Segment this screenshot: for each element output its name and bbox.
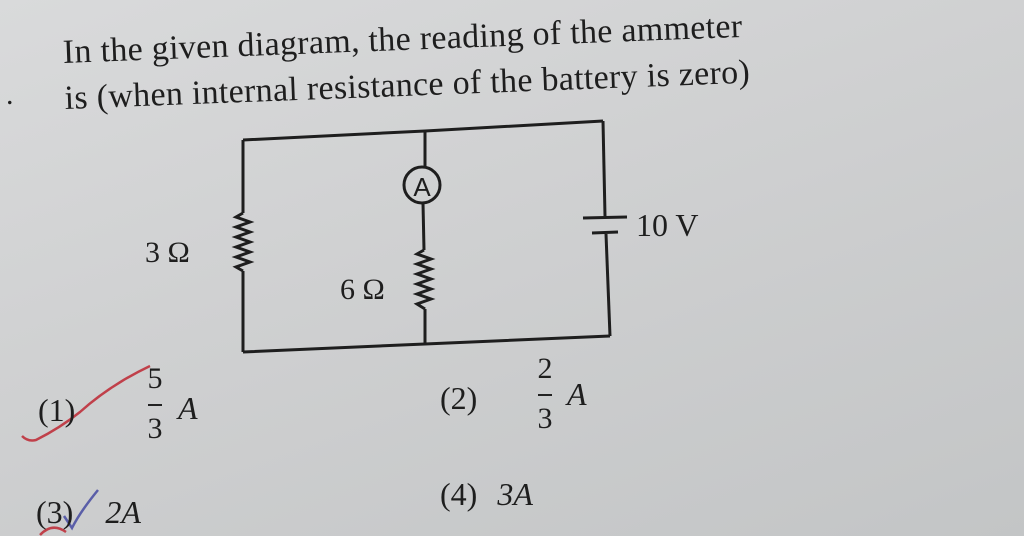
red-circle-mark-icon (39, 526, 67, 536)
option-4-number: (4) (440, 476, 478, 512)
resistor-3ohm (231, 211, 255, 273)
option-3[interactable]: (3) 2A (36, 494, 141, 531)
option-3-number: (3) (36, 494, 74, 530)
battery-long-plate (582, 215, 628, 220)
option-1-number: (1) (38, 392, 76, 428)
option-4-value: 3A (497, 476, 533, 512)
fraction-bar (538, 394, 552, 396)
option-2-number: (2) (440, 380, 478, 416)
red-check-mark-icon (21, 364, 151, 442)
option-1-numerator: 5 (147, 362, 163, 395)
option-2-denominator: 3 (537, 402, 553, 435)
ammeter-circle (402, 165, 442, 205)
option-2-unit: A (567, 376, 587, 412)
question-bullet: . (6, 78, 14, 111)
option-3-value: 2A (105, 494, 141, 530)
option-2-fraction: 2 3 (530, 352, 560, 436)
blue-check-mark-icon (62, 489, 99, 531)
resistor-6ohm-label: 6 Ω (340, 273, 385, 306)
ammeter-label: A (413, 172, 431, 202)
resistor-6ohm (412, 248, 436, 311)
option-2[interactable]: (2) (440, 380, 477, 417)
option-1-unit: A (178, 390, 198, 426)
battery-label: 10 V (636, 207, 699, 243)
fraction-bar (148, 404, 162, 406)
option-4[interactable]: (4) 3A (440, 476, 533, 513)
option-1-denominator: 3 (147, 412, 163, 445)
option-1-fraction: 5 3 (140, 362, 170, 446)
battery-short-plate (591, 230, 619, 235)
resistor-3ohm-label: 3 Ω (145, 236, 190, 269)
option-1[interactable]: (1) (38, 392, 75, 429)
top-wire (242, 119, 604, 142)
option-2-numerator: 2 (537, 352, 553, 385)
